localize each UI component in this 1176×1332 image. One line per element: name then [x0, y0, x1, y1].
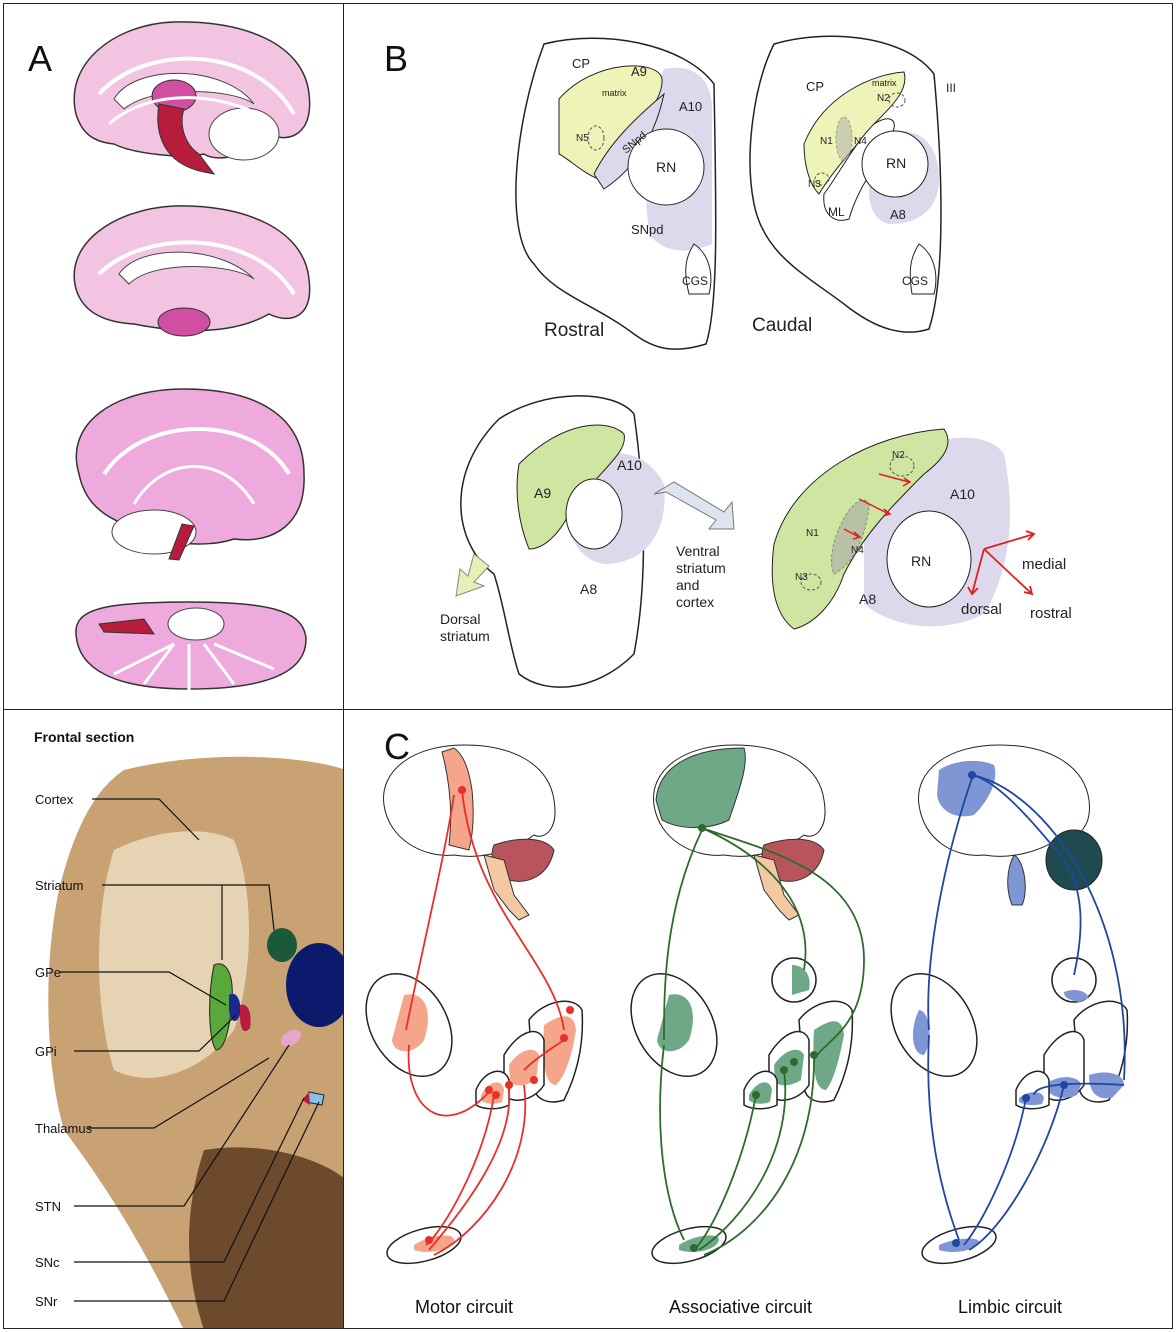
label-n1-caudal: N1: [820, 136, 833, 147]
label-striatum: Striatum: [35, 878, 83, 893]
label-snr: SNr: [35, 1294, 57, 1309]
panel-a: A: [3, 3, 345, 711]
label-dorsal: dorsal: [961, 601, 1002, 618]
label-a9-lower: A9: [534, 485, 551, 501]
arrow-ventral: [654, 482, 734, 529]
panel-b-sections: CP A9 matrix A10 N5 SNpd RN SNpd CGS Ros…: [344, 4, 1173, 711]
label-gpi: GPi: [35, 1044, 57, 1059]
label-n4-caudal: N4: [854, 136, 867, 147]
label-snpd-outer: SNpd: [631, 222, 664, 237]
label-cgs-caudal: CGS: [902, 274, 928, 288]
label-cgs-rostral: CGS: [682, 274, 708, 288]
panel-c: C: [343, 709, 1173, 1329]
label-iii: III: [946, 81, 956, 95]
label-a10-lower-right: A10: [950, 486, 975, 502]
label-medial: medial: [1022, 556, 1066, 573]
brain-medial-2: [74, 206, 309, 336]
label-a10-rostral: A10: [679, 99, 702, 114]
label-caudal: Caudal: [752, 315, 812, 336]
label-ml: ML: [828, 205, 845, 219]
label-cp-rostral: CP: [572, 56, 590, 71]
label-a8-lower-right: A8: [859, 591, 876, 607]
label-rn-caudal: RN: [886, 155, 906, 171]
label-n5: N5: [576, 133, 589, 144]
label-n4-lower: N4: [851, 545, 864, 556]
label-cortex: Cortex: [35, 792, 73, 807]
panel-frontal-section: Cortex Striatum GPe GPi Thalamus STN SNc…: [3, 709, 345, 1329]
label-motor-circuit: Motor circuit: [415, 1297, 513, 1318]
label-n2-caudal: N2: [877, 93, 890, 104]
brain-ventral: [76, 602, 306, 694]
panel-b: B CP A9 matrix A10 N5 SNpd RN SNpd CGS R…: [343, 3, 1173, 711]
label-a9-rostral: A9: [631, 64, 647, 79]
label-limbic-circuit: Limbic circuit: [958, 1297, 1062, 1318]
associative-circuit: [614, 745, 864, 1270]
label-matrix-rostral: matrix: [602, 88, 627, 98]
label-n2-lower: N2: [892, 450, 905, 461]
label-snc: SNc: [35, 1255, 60, 1270]
circuit-diagrams: [344, 710, 1173, 1329]
rostral-section: CP A9 matrix A10 N5 SNpd RN SNpd CGS Ros…: [516, 38, 716, 349]
caudal-section: CP matrix III N2 N1 N4 RN N3 ML A8 CGS C…: [750, 36, 956, 336]
lower-right-section: N2 A10 N1 N4 RN N3 A8 medial dorsal rost…: [772, 429, 1071, 629]
label-associative-circuit: Associative circuit: [669, 1297, 812, 1318]
limbic-circuit: [874, 745, 1128, 1270]
label-stn: STN: [35, 1199, 61, 1214]
label-n3-caudal: N3: [808, 179, 821, 190]
label-matrix-caudal: matrix: [872, 78, 897, 88]
panel-a-brains: [4, 4, 345, 711]
label-thalamus: Thalamus: [35, 1121, 92, 1136]
motor-circuit: [349, 745, 583, 1270]
label-a8-lower: A8: [580, 581, 597, 597]
label-rostral-axis: rostral: [1030, 605, 1072, 622]
label-rn-lower: RN: [911, 553, 931, 569]
label-n1-lower: N1: [806, 528, 819, 539]
brain-lateral: [76, 389, 304, 560]
brain-medial-1: [74, 22, 309, 174]
label-cp-caudal: CP: [806, 79, 824, 94]
label-a8-caudal: A8: [890, 207, 906, 222]
label-rostral: Rostral: [544, 320, 604, 341]
label-rn-rostral: RN: [656, 159, 676, 175]
label-a10-lower: A10: [617, 457, 642, 473]
label-n3-lower: N3: [795, 572, 808, 583]
label-gpe: GPe: [35, 965, 61, 980]
frontal-section-title: Frontal section: [34, 729, 134, 745]
